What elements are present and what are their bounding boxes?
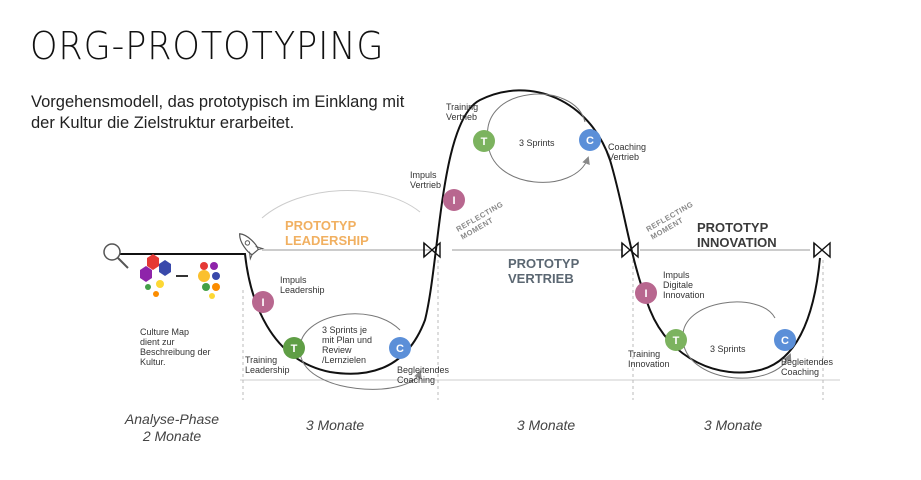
coaching-node-vertrieb — [579, 129, 601, 151]
milestone-marker-3 — [813, 241, 831, 259]
coaching-node-leadership — [389, 337, 411, 359]
training-node-leadership — [283, 337, 305, 359]
rocket-icon — [239, 233, 265, 261]
training-node-leadership-letter: T — [291, 343, 298, 355]
decorative-arc — [261, 190, 421, 219]
page-subtitle: Vorgehensmodell, das prototypisch im Ein… — [31, 93, 405, 132]
sprints-vertrieb-label: 3 Sprints — [519, 138, 555, 148]
milestone-marker-2 — [621, 241, 639, 259]
milestone-marker-1 — [423, 241, 441, 259]
impuls-node-leadership-letter: I — [261, 297, 264, 309]
culture-map-after — [198, 262, 220, 299]
impuls-node-innovation — [635, 282, 657, 304]
impuls-node-leadership — [252, 291, 274, 313]
training-node-vertrieb-letter: T — [481, 136, 488, 148]
sprint-loop-leadership — [299, 313, 420, 390]
duration-leadership: 3 Monate — [306, 417, 365, 433]
duration-vertrieb: 3 Monate — [517, 417, 576, 433]
main-flow-line — [118, 89, 821, 375]
duration-innovation: 3 Monate — [704, 417, 763, 433]
sprint-loop-innovation — [682, 301, 790, 379]
impuls-node-vertrieb — [443, 189, 465, 211]
impuls-node-vertrieb-letter: I — [452, 195, 455, 207]
coaching-node-vertrieb-letter: C — [586, 135, 594, 147]
culture-map-before — [140, 254, 171, 297]
training-node-vertrieb — [473, 130, 495, 152]
training-node-innovation — [665, 329, 687, 351]
reflecting-moment-2: REFLECTINGMOMENT — [645, 199, 700, 241]
coaching-node-innovation — [774, 329, 796, 351]
coaching-node-leadership-letter: C — [396, 343, 404, 355]
coaching-node-innovation-letter: C — [781, 335, 789, 347]
magnifier-icon — [103, 243, 129, 269]
sprints-innovation-label: 3 Sprints — [710, 344, 746, 354]
impuls-node-innovation-letter: I — [644, 288, 647, 300]
sprint-loop-vertrieb — [487, 93, 588, 183]
training-node-innovation-letter: T — [673, 335, 680, 347]
page-title: ORG-PROTOTYPING — [30, 24, 385, 68]
